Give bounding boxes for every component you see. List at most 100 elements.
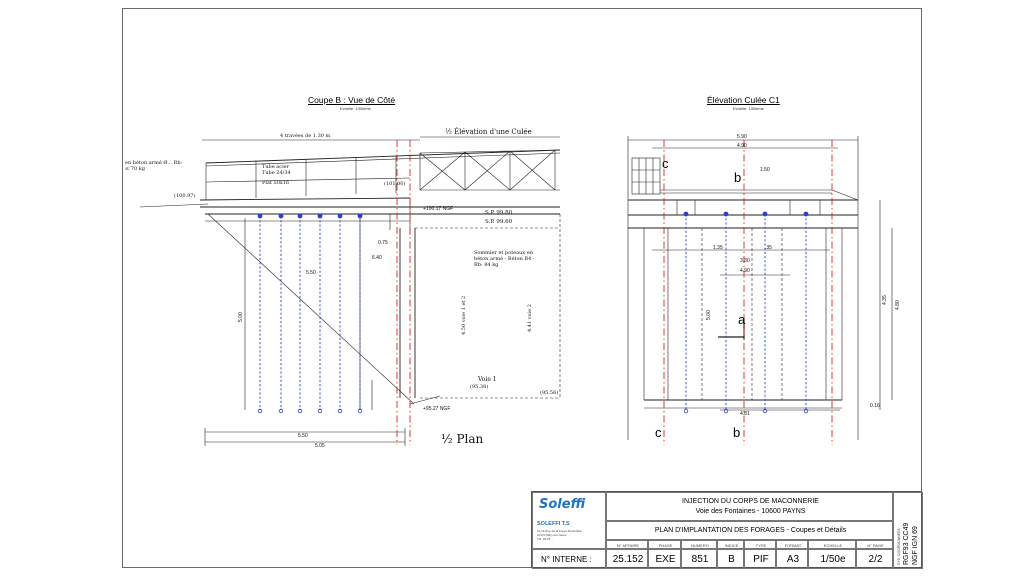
label-r-135: 1.35 [713,245,723,251]
label-r-35: .35 [765,245,772,251]
section-mark-b-bottom: b [733,425,741,440]
column-header-cell: TYPE [744,540,776,549]
label-d075: 0.75 [378,240,388,246]
column-header-cell: FORMAT [776,540,808,549]
title-block: Soleffi SOLEFFI T.S 11-15 Rue de la Forg… [531,491,923,569]
company-name: SOLEFFI T.S [537,521,570,527]
altimetry-system: NGF IGN 69 [912,526,919,565]
label-r-490: 4.90 [740,268,750,274]
column-value: EXE [655,554,676,565]
label-d550: 5.50 [306,270,316,276]
company-logo: Soleffi [539,497,586,512]
label-tube: Tube acier Tube 24/34 [262,164,291,176]
label-d500: 5.00 [238,312,244,322]
label-half-plan: ½ Plan [441,432,484,446]
column-header: N° PAGE [867,543,884,548]
label-elevation-culee: ½ Élévation d'une Culée [445,128,532,136]
label-plat: Plat 50x16 [262,180,290,186]
label-bottom-550: 5.50 [298,433,308,439]
label-elev-b: (101.00) [384,181,406,187]
drawing-title-cell: PLAN D'IMPLANTATION DES FORAGES - Coupes… [606,521,893,540]
label-travees: 4 travées de 1.30 m [280,133,331,139]
column-header: ECHELLE [823,543,843,548]
label-sp2: S.P. 99.60 [485,219,513,225]
label-elev-d: (95.56) [540,390,559,396]
label-d640: 6.40 [372,255,382,261]
label-elev-a: (100.97) [174,193,196,199]
label-r-mid: 4.90 [737,143,747,149]
label-r-016: 0.16 [870,403,880,409]
column-value-cell: 25.152 [606,549,648,569]
column-header-cell: N° PAGE [856,540,893,549]
column-header: NUMERO [691,543,709,548]
column-value: A3 [786,554,800,565]
coord-system-label: SYS. COORDONNEES [897,528,901,565]
label-ngf-top: +100.17 NGF [423,206,454,212]
label-r-481: 4.81 [740,411,750,417]
column-value-cell: PIF [744,549,776,569]
label-bottom-505: 5.05 [315,443,325,449]
column-value: B [728,554,735,565]
label-voie2: 4.41 voie 2 [527,304,533,332]
column-header-cell: INDICE [717,540,744,549]
project-location: Voie des Fontaines - 10600 PAYNS [695,508,806,515]
coord-cell: SYS. COORDONNEES RGF93 CC49 NGF IGN 69 [893,492,923,569]
right-view-title: Élévation Culée C1 [707,95,780,105]
drawing-sheet [122,8,922,568]
column-value-cell: 2/2 [856,549,893,569]
column-header: N° AFFAIRE [616,543,640,548]
label-sp1: S.P. 99.80 [485,210,513,216]
section-mark-c-bottom: c [655,425,662,440]
label-r-480: 4.80 [895,300,901,310]
label-r-top: 5.90 [737,134,747,140]
internal-cell: N° INTERNE : [532,549,606,569]
label-voie: Voie 1 [478,376,497,383]
label-beton-left: en béton armé Ø... Rb: ≤ 70 kg [125,160,183,172]
column-value-cell: A3 [776,549,808,569]
column-value: 2/2 [868,554,883,565]
company-address-1: 11-15 Rue de la Forge Montmillon [537,529,583,533]
project-title: INJECTION DU CORPS DE MACONNERIE [682,498,819,505]
left-view-title: Coupe B : Vue de Côté [308,95,396,105]
left-view-scale: Echelle: 1/50ème [340,106,371,111]
label-r-500: 5.00 [706,310,712,320]
label-r-150: 1.50 [760,167,770,173]
label-voie1bis: 4.50 voie 1 et 2 [461,295,467,335]
column-header: TYPE [755,543,767,548]
column-value-cell: B [717,549,744,569]
project-cell: INJECTION DU CORPS DE MACONNERIE Voie de… [606,492,893,521]
label-elev-c: (95.38) [470,384,489,390]
column-value: PIF [753,554,769,565]
axis-lines [396,140,833,445]
column-header: FORMAT [784,543,802,548]
borehole-heads [257,211,809,219]
column-value-cell: 851 [681,549,717,569]
column-header: PHASE [658,543,673,548]
internal-label: N° INTERNE : [541,555,592,564]
section-mark-c-top: c [662,156,669,171]
boreholes [259,214,807,410]
label-sommier: Sommier et poteaux en béton armé - Béton… [474,250,535,268]
column-header-cell: PHASE [648,540,681,549]
column-value: 851 [691,554,709,565]
section-mark-b-top: b [734,170,742,185]
coord-system: RGF93 CC49 [903,522,910,565]
column-header-cell: N° AFFAIRE [606,540,648,549]
right-view-scale: Echelle: 1/50ème [733,106,764,111]
column-value-cell: 1/50e [808,549,856,569]
company-address-3: Tél. 03 25 ... [537,537,554,541]
borehole-tips [257,408,809,414]
column-header-cell: NUMERO [681,540,717,549]
label-r-330: 3.30 [740,258,750,264]
logo-cell: Soleffi SOLEFFI T.S 11-15 Rue de la Forg… [532,492,606,549]
column-value: 1/50e [820,554,846,565]
column-value-cell: EXE [648,549,681,569]
column-value: 25.152 [612,554,644,565]
label-ngf-bottom: +95.27 NGF [423,406,451,412]
company-address-2: 10170 Méry-sur-Seine [537,533,567,537]
column-header-cell: ECHELLE [808,540,856,549]
drawing-title: PLAN D'IMPLANTATION DES FORAGES - Coupes… [654,527,847,534]
section-mark-a: a [738,312,746,327]
label-r-435: 4.35 [882,295,888,305]
